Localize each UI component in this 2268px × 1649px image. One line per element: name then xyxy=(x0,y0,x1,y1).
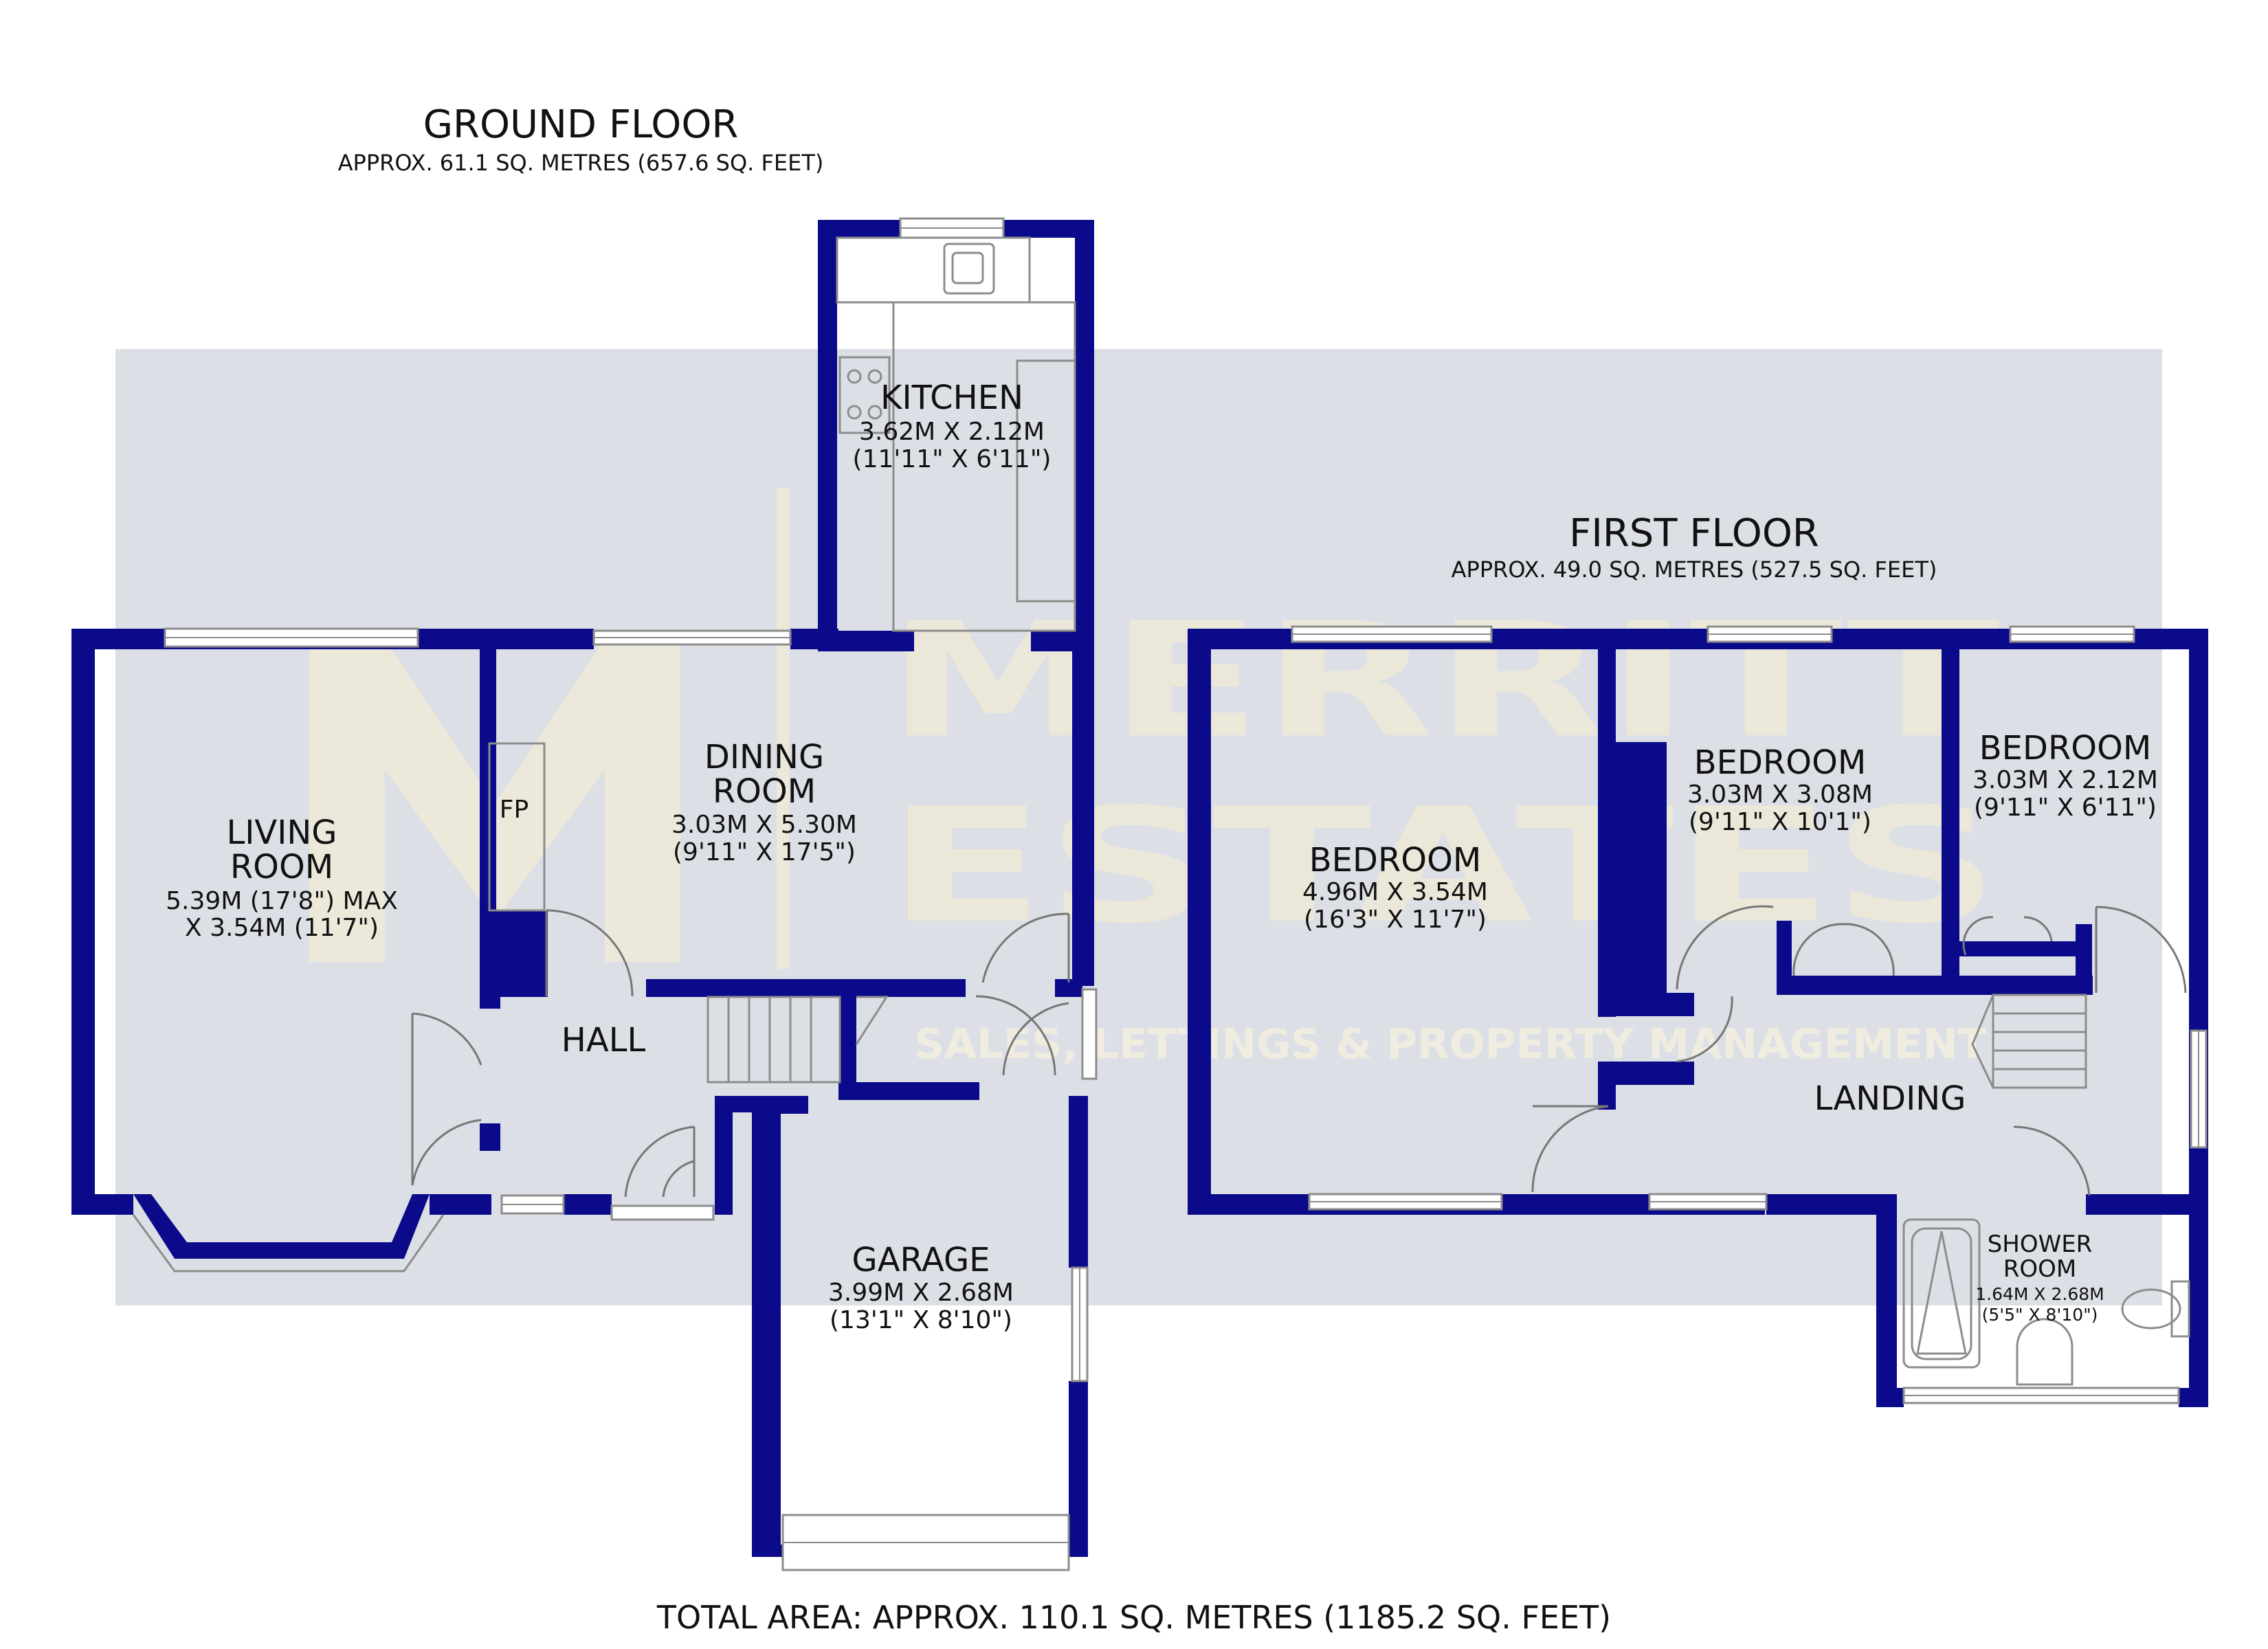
svg-text:(11'11" X 6'11"): (11'11" X 6'11") xyxy=(853,445,1052,473)
svg-text:LIVING: LIVING xyxy=(227,814,337,852)
ground-floor-stairs xyxy=(707,996,889,1084)
svg-text:BEDROOM: BEDROOM xyxy=(1309,841,1482,879)
svg-text:(5'5" X 8'10"): (5'5" X 8'10") xyxy=(1982,1305,2098,1325)
ground-floor-walls xyxy=(71,220,1094,1557)
svg-text:(9'11" X 17'5"): (9'11" X 17'5") xyxy=(673,838,856,866)
svg-text:ROOM: ROOM xyxy=(2003,1255,2076,1283)
watermark-logo xyxy=(309,488,789,969)
svg-text:3.03M X 2.12M: 3.03M X 2.12M xyxy=(1972,766,2158,794)
svg-text:BEDROOM: BEDROOM xyxy=(1979,729,2152,767)
svg-text:3.03M X 5.30M: 3.03M X 5.30M xyxy=(671,811,857,839)
watermark-tagline: SALES, LETTINGS & PROPERTY MANAGEMENT xyxy=(914,1020,1986,1068)
svg-text:3.62M X 2.12M: 3.62M X 2.12M xyxy=(859,418,1045,446)
garage-label: GARAGE 3.99M X 2.68M (13'1" X 8'10") xyxy=(828,1241,1014,1334)
svg-text:DINING: DINING xyxy=(704,738,824,776)
svg-text:(9'11" X 6'11"): (9'11" X 6'11") xyxy=(1974,794,2157,822)
shower-room-fittings xyxy=(1902,1218,2190,1386)
svg-text:ROOM: ROOM xyxy=(230,848,333,886)
living-room-label: LIVING ROOM 5.39M (17'8") MAX X 3.54M (1… xyxy=(166,814,398,942)
svg-text:ROOM: ROOM xyxy=(713,772,816,811)
shower-tray-icon xyxy=(1902,1218,1981,1369)
shower-room-label: SHOWER ROOM 1.64M X 2.68M (5'5" X 8'10") xyxy=(1975,1231,2104,1325)
sink-icon xyxy=(943,243,995,295)
basin-icon xyxy=(2016,1318,2074,1386)
svg-text:4.96M X 3.54M: 4.96M X 3.54M xyxy=(1302,878,1488,906)
svg-text:3.03M X 3.08M: 3.03M X 3.08M xyxy=(1687,781,1873,809)
toilet-icon xyxy=(2121,1288,2181,1330)
svg-text:1.64M X 2.68M: 1.64M X 2.68M xyxy=(1975,1284,2104,1304)
svg-text:3.99M X 2.68M: 3.99M X 2.68M xyxy=(828,1279,1014,1307)
bedroom-1-label: BEDROOM 4.96M X 3.54M (16'3" X 11'7") xyxy=(1302,841,1488,934)
dining-room-label: DINING ROOM 3.03M X 5.30M (9'11" X 17'5"… xyxy=(671,738,857,866)
svg-text:BEDROOM: BEDROOM xyxy=(1694,743,1867,782)
first-floor-doors xyxy=(1531,905,2187,1196)
svg-text:5.39M (17'8") MAX: 5.39M (17'8") MAX xyxy=(166,887,398,915)
kitchen-label: KITCHEN 3.62M X 2.12M (11'11" X 6'11") xyxy=(853,379,1052,473)
hall-label: HALL xyxy=(562,1021,646,1059)
ground-floor-doors xyxy=(411,909,1070,1198)
svg-text:KITCHEN: KITCHEN xyxy=(880,379,1023,417)
svg-text:GARAGE: GARAGE xyxy=(852,1241,990,1279)
first-floor-title: FIRST FLOOR xyxy=(1569,511,1819,556)
svg-text:(13'1" X 8'10"): (13'1" X 8'10") xyxy=(830,1306,1012,1334)
kitchen-fittings xyxy=(836,236,1076,632)
ground-floor-windows xyxy=(132,217,1098,1571)
fireplace-label: FP xyxy=(500,796,529,824)
first-floor-area: APPROX. 49.0 SQ. METRES (527.5 SQ. FEET) xyxy=(1452,557,1937,583)
first-floor-windows xyxy=(1291,625,2208,1404)
svg-text:SHOWER: SHOWER xyxy=(1988,1231,2093,1258)
hob-icon xyxy=(838,356,891,434)
fireplace-icon xyxy=(488,742,546,912)
svg-text:(9'11" X 10'1"): (9'11" X 10'1") xyxy=(1689,808,1871,836)
landing-label: LANDING xyxy=(1814,1079,1966,1118)
bedroom-2-label: BEDROOM 3.03M X 3.08M (9'11" X 10'1") xyxy=(1687,743,1873,836)
ground-floor-title: GROUND FLOOR xyxy=(423,102,739,147)
ground-floor-area: APPROX. 61.1 SQ. METRES (657.6 SQ. FEET) xyxy=(338,150,824,176)
svg-text:X 3.54M (11'7"): X 3.54M (11'7") xyxy=(185,914,379,942)
first-floor-stairs xyxy=(1971,994,2087,1089)
svg-text:(16'3" X 11'7"): (16'3" X 11'7") xyxy=(1304,906,1487,934)
total-area: TOTAL AREA: APPROX. 110.1 SQ. METRES (11… xyxy=(656,1599,1611,1636)
bedroom-3-label: BEDROOM 3.03M X 2.12M (9'11" X 6'11") xyxy=(1972,729,2158,822)
first-floor-walls xyxy=(1188,629,2208,1407)
